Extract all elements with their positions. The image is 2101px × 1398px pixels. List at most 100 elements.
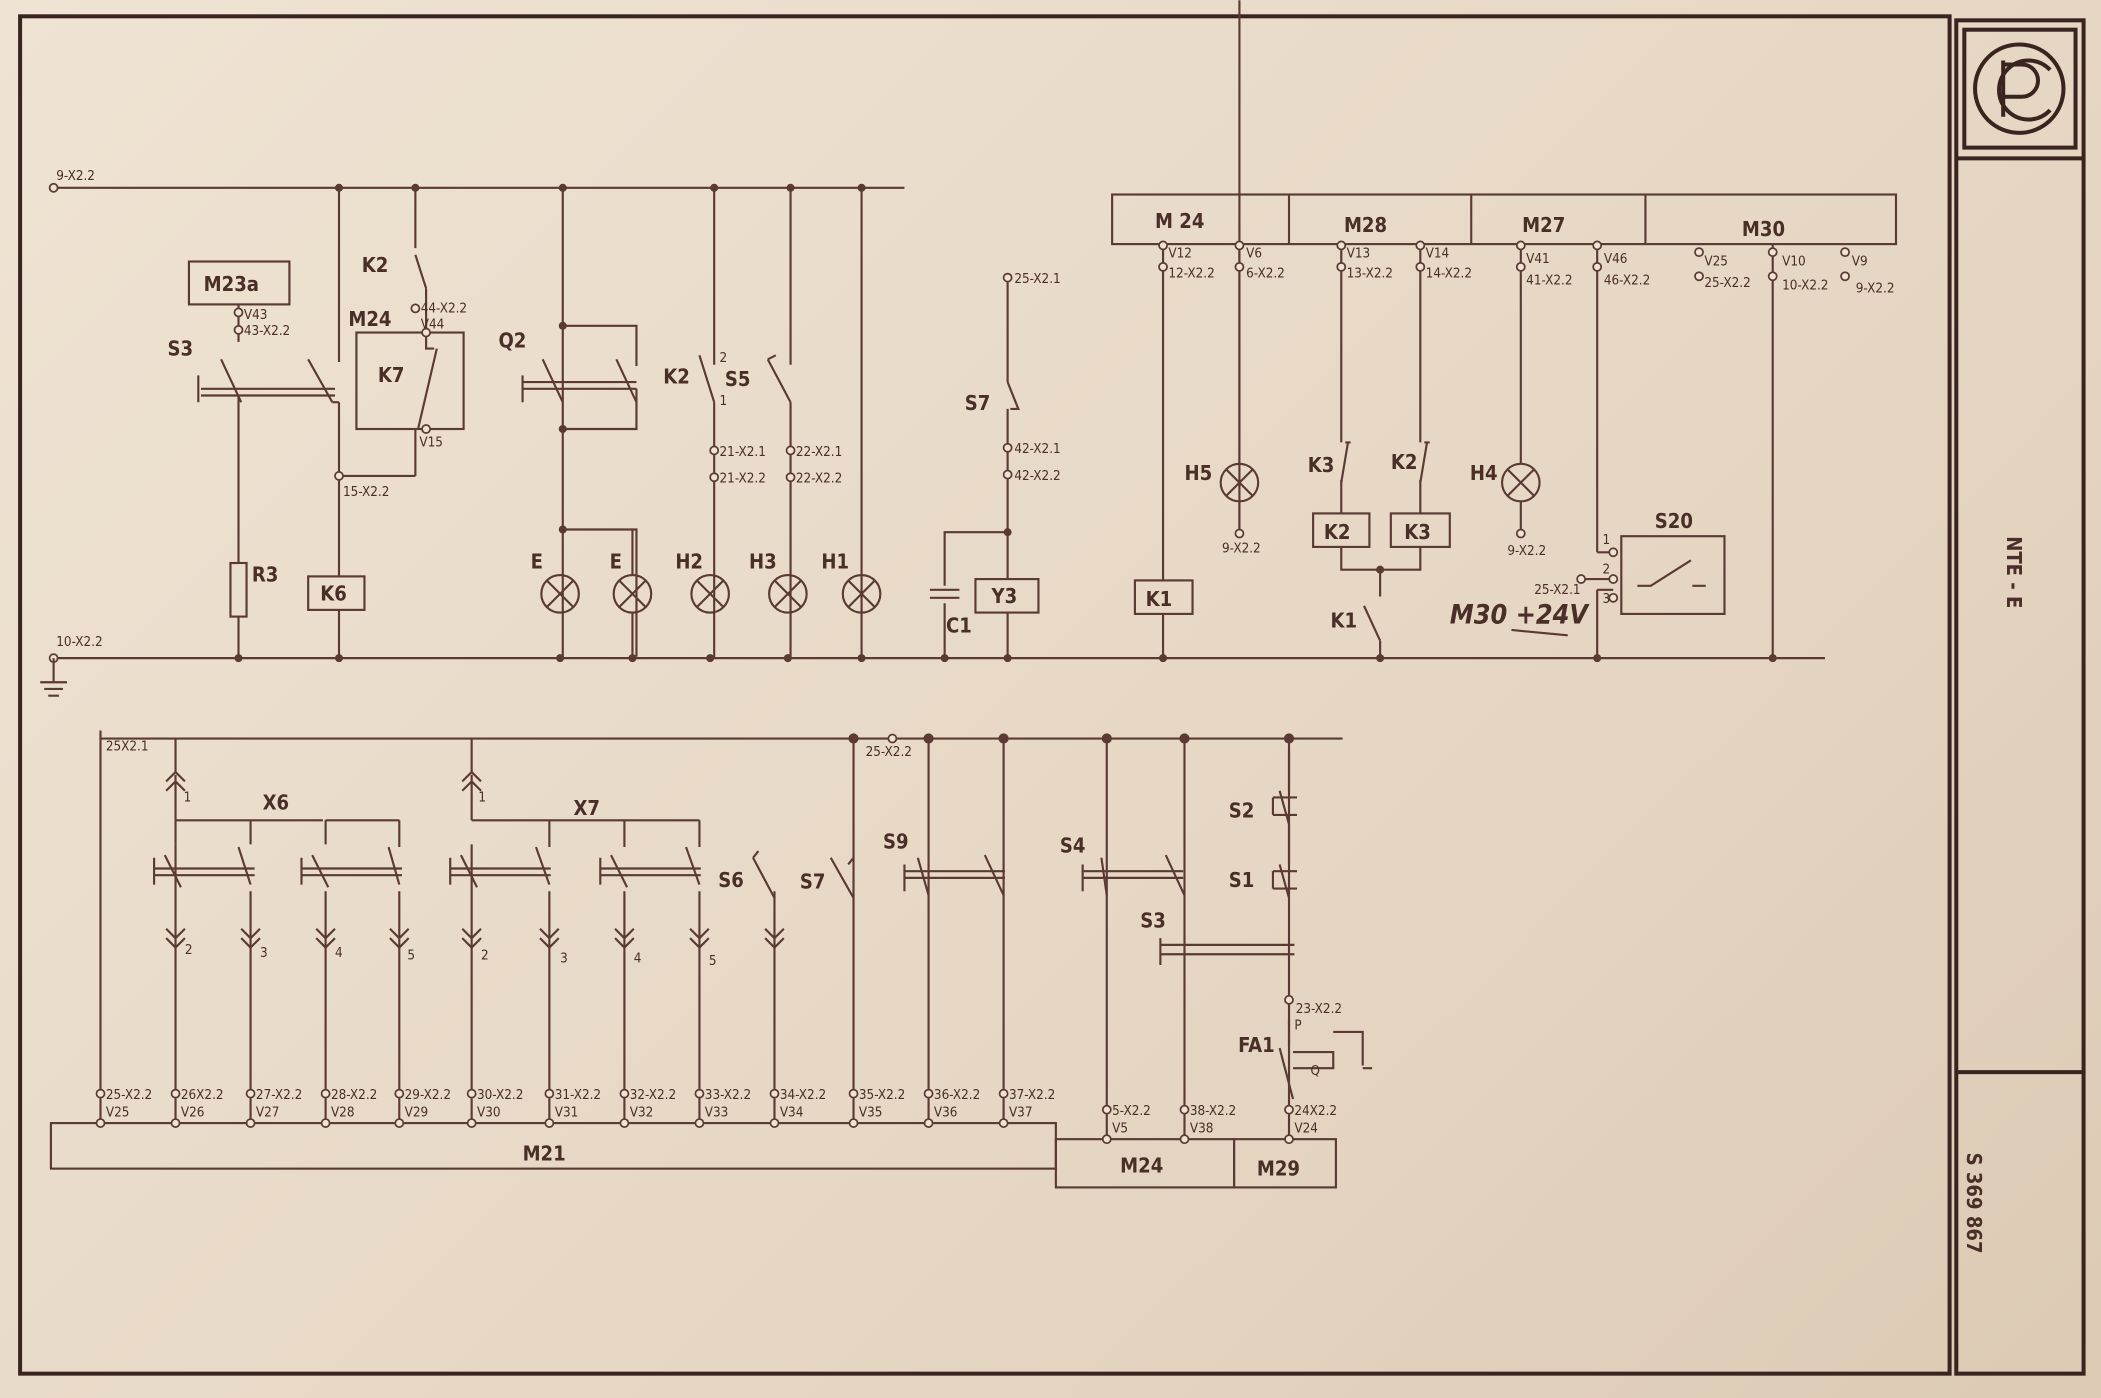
label-s20-terminal: 25-X2.1 [1534,583,1580,598]
connector-plug-icon [165,928,186,950]
terminal-label: 24X2.2 [1294,1104,1337,1119]
label-v10: V10 [1782,255,1806,270]
bus-top-label: 9-X2.2 [56,169,95,184]
terminal-label: 35-X2.2 [859,1088,905,1103]
label-s2: S2 [1229,799,1255,823]
terminal [170,1088,181,1099]
terminal-label: 5-X2.2 [1112,1104,1151,1119]
label-22-x22: 22-X2.2 [796,472,842,487]
terminal [769,1088,780,1099]
terminal-v-label: V5 [1112,1121,1128,1136]
terminal [1101,1134,1112,1145]
label-13-x22: 13-X2.2 [1347,267,1393,282]
label-k6: K6 [320,582,347,606]
terminal-label: 38-X2.2 [1190,1104,1236,1119]
terminal [848,1088,859,1099]
label-v6: V6 [1246,246,1262,261]
terminal-v-label: V36 [934,1105,958,1120]
terminal-v-label: V38 [1190,1121,1214,1136]
terminal [619,1088,630,1099]
terminal [245,1088,256,1099]
title-block: NTE - E S 369 867 [1954,18,2086,1376]
terminal-label: 25-X2.2 [106,1088,152,1103]
module-m21: M21 [523,1142,566,1166]
label-k1-contact: K1 [1331,608,1358,632]
label-k7: K7 [378,363,405,387]
label-25-x21: 25-X2.1 [1014,272,1060,287]
terminal [544,1088,555,1099]
upper-right-circuit [1133,0,1774,659]
terminal-v-label: V29 [405,1105,429,1120]
terminal [998,1118,1009,1128]
terminal [769,1118,780,1128]
label-42-x22: 42-X2.2 [1014,469,1060,484]
terminal [694,1118,705,1128]
label-k2-contact: K2 [1391,450,1418,474]
label-41-x22: 41-X2.2 [1526,273,1572,288]
label-25-x22: 25-X2.2 [1704,276,1750,291]
terminal-v-label: V33 [705,1105,729,1120]
label-6-x22: 6-X2.2 [1246,267,1285,282]
label-h4: H4 [1470,461,1498,485]
label-s3: S3 [167,336,193,360]
module-m24-lower: M24 [1120,1154,1163,1178]
terminal-label: 29-X2.2 [405,1088,451,1103]
label-s20-pin2: 2 [1603,563,1611,578]
label-x7-pin2: 2 [481,949,489,964]
label-h4-terminal: 9-X2.2 [1507,544,1546,559]
module-m28: M28 [1344,213,1387,237]
terminal-v-label: V27 [256,1105,280,1120]
terminal [998,1088,1009,1099]
bus-lower-label: 25X2.1 [106,740,149,755]
terminal [1179,1134,1190,1145]
label-x7-pin4: 4 [634,951,642,966]
label-k3-coil: K3 [1404,520,1431,544]
terminal-label: 36-X2.2 [934,1088,980,1103]
label-c1: C1 [946,614,972,638]
label-k3-contact: K3 [1308,453,1335,477]
terminal-v-label: V31 [555,1105,579,1120]
label-e2: E [610,549,622,573]
terminal-25-x22 [887,733,898,744]
label-s7-top: S7 [965,391,991,415]
label-h1: H1 [821,549,849,573]
label-x7-pin1: 1 [478,791,486,806]
label-x7: X7 [573,796,600,820]
terminal [245,1118,256,1128]
terminal-v-label: V32 [630,1105,654,1120]
label-e1: E [531,549,543,573]
label-fa1: FA1 [1238,1033,1275,1057]
upper-right-terminals [1158,240,1850,603]
junction-dot [998,733,1009,744]
label-x6-pin4: 4 [335,946,343,961]
label-s5-pin2: 2 [720,351,728,366]
label-x6-pin3: 3 [260,946,268,961]
junction-dot [1283,733,1295,744]
terminal [1179,1104,1190,1115]
terminal-label: 30-X2.2 [477,1088,523,1103]
terminal [95,1118,106,1128]
label-23-x22: 23-X2.2 [1296,1002,1342,1017]
label-9-x22: 9-X2.2 [1856,281,1895,296]
label-q2: Q2 [498,328,526,352]
label-v14: V14 [1426,246,1450,261]
terminal [619,1118,630,1128]
label-10-x22: 10-X2.2 [1782,279,1828,294]
junction-dot [1101,733,1112,744]
label-s1: S1 [1229,868,1255,892]
label-s20-pin1: 1 [1603,533,1611,548]
label-43-x22: 43-X2.2 [244,324,290,339]
terminal [320,1118,331,1128]
terminal [923,1088,934,1099]
connector-plug-icon [315,928,336,950]
label-m23a: M23a [204,272,259,296]
terminal [466,1118,477,1128]
terminal-v-label: V35 [859,1105,883,1120]
terminal-23-x22 [1284,994,1294,1005]
module-m27: M27 [1522,213,1565,237]
terminal-v-label: V26 [181,1105,205,1120]
label-v15: V15 [419,435,443,450]
label-k2-top: K2 [362,253,389,277]
drawing-frame [18,14,1952,1376]
terminal-label: 31-X2.2 [555,1088,601,1103]
